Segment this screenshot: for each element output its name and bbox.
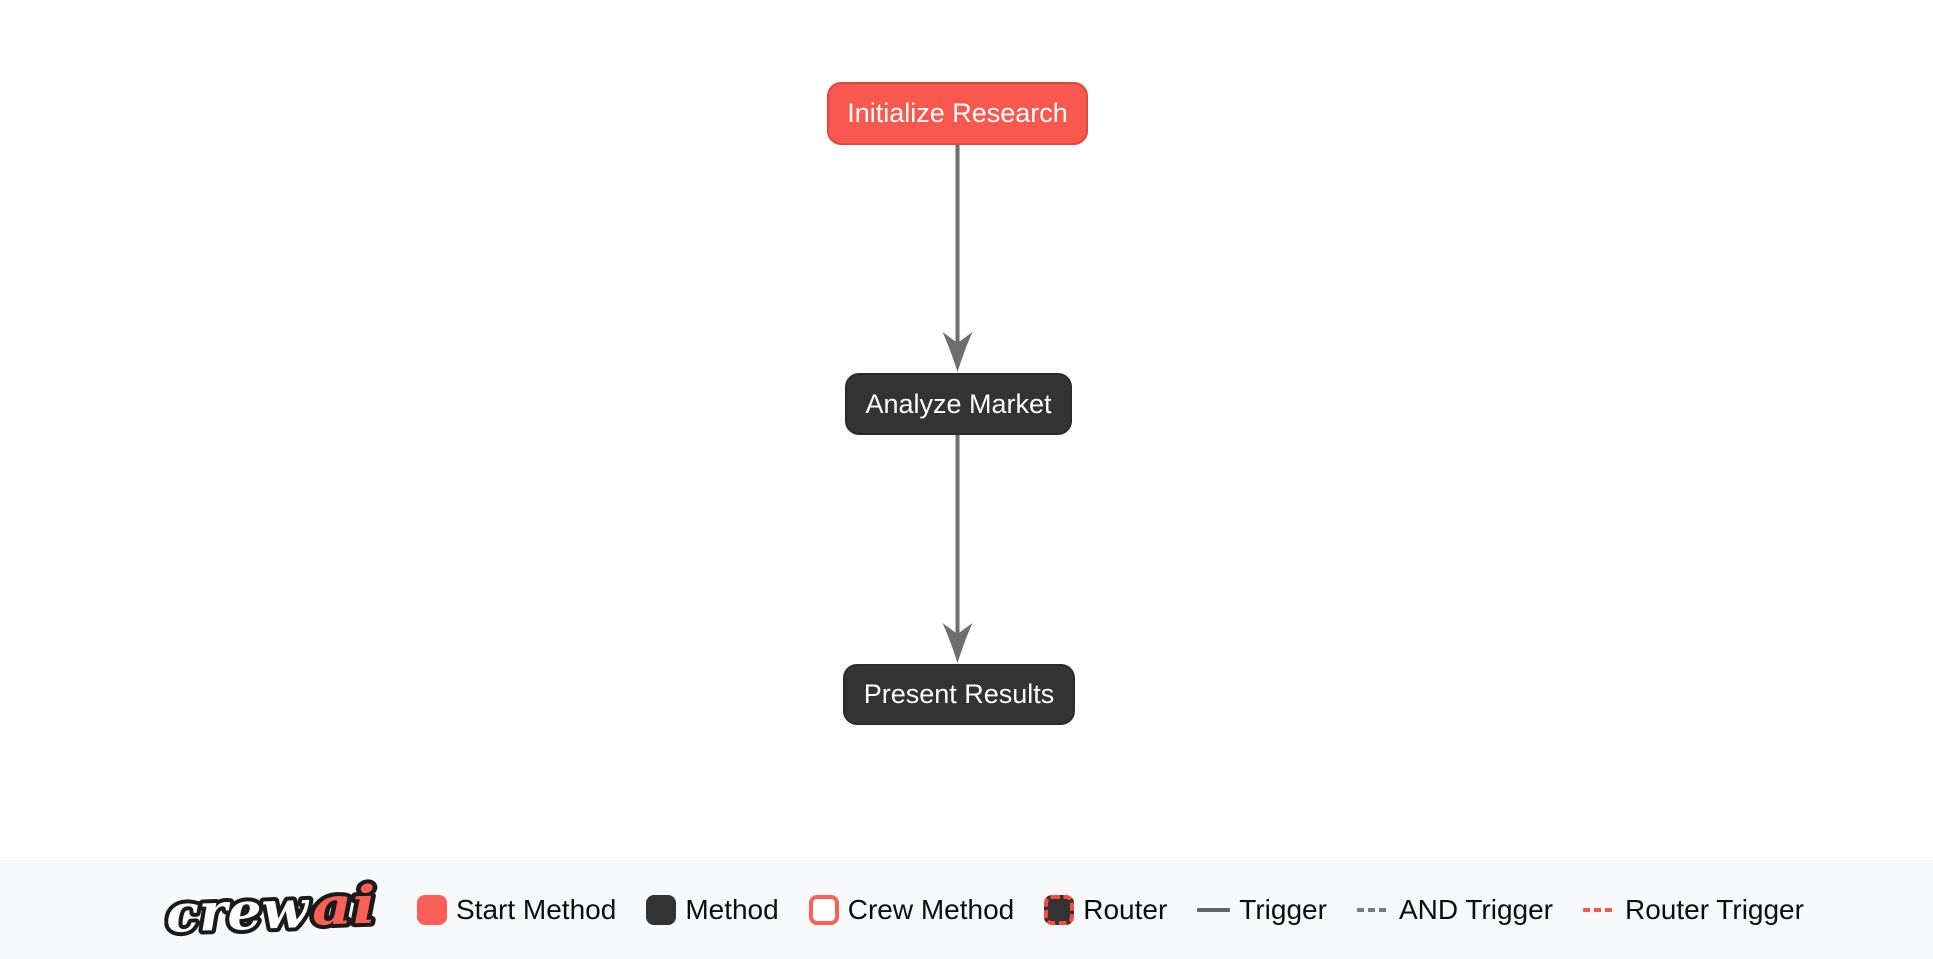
legend-items: Start Method Method Crew Method Router T… — [417, 860, 1804, 959]
legend-item-and-trigger: AND Trigger — [1356, 893, 1553, 926]
crew-method-swatch — [808, 894, 839, 925]
legend-item-start-method: Start Method — [417, 894, 616, 926]
edge-initialize-to-analyze — [942, 145, 973, 372]
method-swatch — [646, 894, 677, 925]
legend-item-router: Router — [1044, 894, 1167, 926]
router-trigger-line-swatch — [1582, 907, 1616, 912]
edge-analyze-to-present — [942, 435, 973, 663]
legend-label: Trigger — [1239, 893, 1327, 925]
flow-node-analyze-market[interactable]: Analyze Market — [845, 373, 1072, 435]
crewai-logo: crew ai — [163, 870, 381, 948]
legend-label: Router — [1083, 893, 1168, 925]
crewai-logo-crew: crew — [165, 878, 311, 944]
flow-node-present-results[interactable]: Present Results — [843, 664, 1075, 725]
and-trigger-line-swatch — [1356, 907, 1390, 912]
trigger-line-swatch — [1197, 907, 1231, 912]
legend-label: Crew Method — [847, 893, 1015, 925]
legend-label: Start Method — [456, 893, 617, 925]
legend-bar: crew ai Start Method Method Crew Method … — [0, 860, 1933, 959]
legend-label: Method — [685, 893, 779, 925]
crewai-logo-ai: ai — [311, 874, 377, 937]
legend-item-method: Method — [646, 893, 779, 926]
legend-item-router-trigger: Router Trigger — [1582, 893, 1804, 926]
flow-node-label: Present Results — [863, 679, 1055, 709]
start-method-swatch — [417, 894, 447, 925]
legend-item-trigger: Trigger — [1197, 894, 1327, 926]
flow-node-initialize-research[interactable]: Initialize Research — [827, 82, 1088, 145]
flow-node-label: Initialize Research — [847, 98, 1068, 128]
flow-node-label: Analyze Market — [865, 388, 1052, 419]
router-swatch — [1044, 894, 1075, 925]
legend-label: AND Trigger — [1398, 893, 1553, 925]
legend-item-crew-method: Crew Method — [808, 893, 1015, 926]
legend-label: Router Trigger — [1624, 893, 1804, 925]
